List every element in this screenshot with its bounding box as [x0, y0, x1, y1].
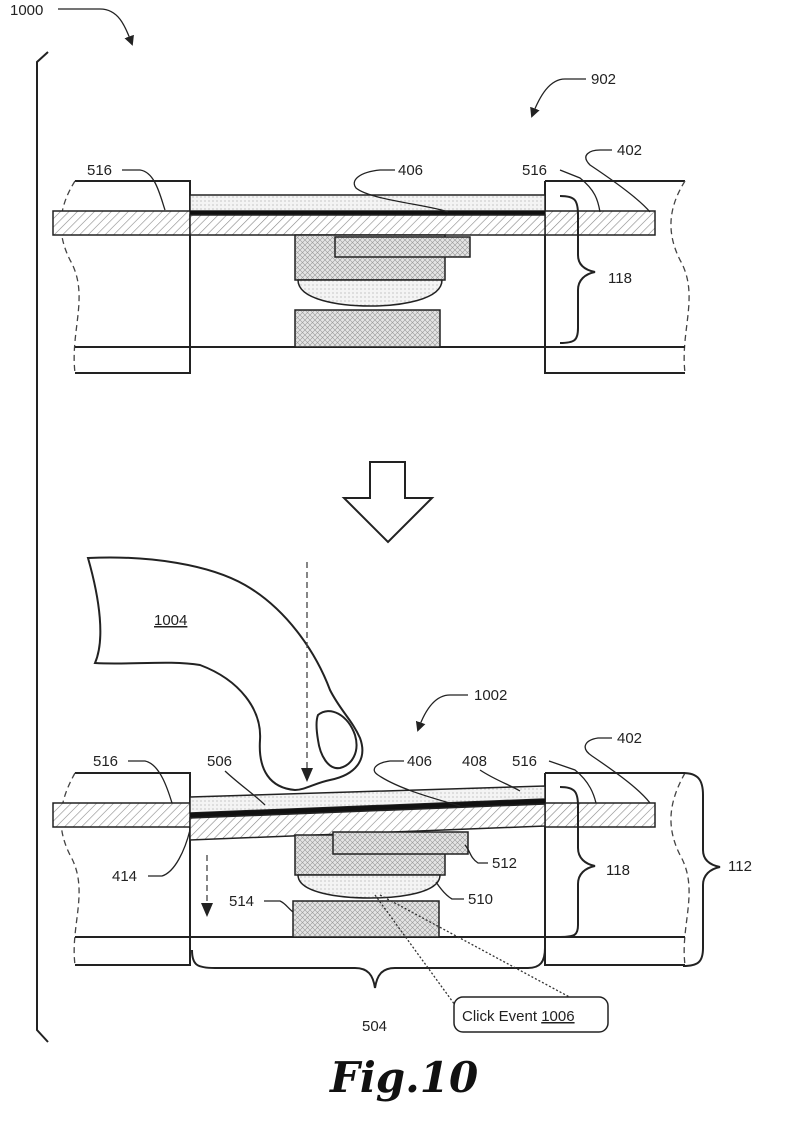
ref-1002-arrow: [415, 694, 468, 732]
bottom-label-402: 402: [617, 730, 642, 747]
bottom-leader-514: [264, 900, 294, 913]
right-break-line: [670, 180, 690, 374]
bottom-leader-406: [373, 760, 461, 807]
click-event-box: [453, 996, 609, 1033]
bottom-leader-510: [435, 881, 464, 900]
top-cover: [189, 194, 546, 212]
click-event-pointer-1: [374, 894, 456, 1006]
bottom-leader-512: [464, 844, 488, 864]
right-layer-516: [544, 210, 656, 236]
ref-1000-label: 1000: [10, 2, 43, 19]
bottom-upper-block-512: [332, 831, 469, 855]
bottom-base-514: [292, 900, 440, 938]
brace-504: [191, 947, 546, 989]
bottom-label-506: 506: [207, 753, 232, 770]
right-housing: [544, 180, 685, 374]
bottom-label-512: 512: [492, 855, 517, 872]
click-event-pointer-2: [379, 894, 576, 1001]
bottom-label-516-left: 516: [93, 753, 118, 770]
ref-902-arrow: [530, 78, 586, 118]
top-label-118: 118: [608, 270, 632, 287]
top-leader-402: [585, 149, 651, 213]
ref-1000-arrow: [58, 8, 134, 46]
tilted-plate-406: [190, 799, 545, 818]
bottom-leader-414: [148, 829, 191, 877]
bottom-label-510: 510: [468, 891, 493, 908]
plate-406: [190, 211, 545, 215]
bottom-left-housing: [75, 772, 191, 966]
bottom-view: 1004 1002 516 506 406 408: [52, 556, 752, 1035]
bottom-leader-402: [584, 737, 651, 804]
left-layer-516: [52, 210, 191, 236]
ref-1002-label: 1002: [474, 687, 507, 704]
left-housing: [75, 180, 191, 374]
bottom-label-516-right: 516: [512, 753, 537, 770]
finger: [86, 556, 364, 792]
bottom-label-414: 414: [112, 868, 137, 885]
label-112: 112: [728, 858, 752, 875]
bottom-left-break: [60, 772, 80, 966]
bottom-brace-118: [559, 786, 596, 938]
bottom-label-514: 514: [229, 893, 254, 910]
click-event-text: Click Event 1006: [462, 1008, 575, 1025]
bottom-dome-510: [297, 874, 441, 899]
transition-arrow-icon: [341, 461, 435, 544]
press-arrow-head: [301, 768, 313, 782]
top-leader-406: [353, 169, 449, 213]
tilted-layer: [189, 803, 546, 841]
plate-move-arrow-head: [201, 903, 213, 917]
brace-112: [682, 772, 721, 967]
top-label-516-left: 516: [87, 162, 112, 179]
ref-902-label: 902: [591, 71, 616, 88]
fingernail: [315, 710, 358, 770]
figure-title: Fig.10: [329, 1053, 478, 1102]
bottom-leader-516-left: [128, 760, 173, 804]
upper-block: [334, 236, 471, 258]
bottom-leader-506: [224, 770, 266, 806]
top-leader-516-right: [559, 169, 601, 213]
bottom-left-layer-516: [52, 802, 191, 828]
top-brace-118: [559, 195, 596, 344]
top-label-516-right: 516: [522, 162, 547, 179]
bottom-label-408: 408: [462, 753, 487, 770]
top-leader-516-left: [122, 169, 166, 211]
bottom-leader-408: [479, 769, 521, 792]
label-504: 504: [362, 1018, 387, 1035]
bottom-label-406: 406: [407, 753, 432, 770]
bottom-leader-516-right: [548, 760, 597, 804]
base-block: [294, 309, 441, 348]
bottom-label-118: 118: [606, 862, 630, 879]
top-label-406: 406: [398, 162, 423, 179]
center-layer: [189, 214, 546, 236]
bottom-right-break: [670, 772, 690, 966]
left-break-line: [60, 180, 80, 374]
figure-bracket: [36, 51, 49, 1043]
top-label-402: 402: [617, 142, 642, 159]
dome: [297, 279, 443, 307]
finger-label-1004: 1004: [154, 612, 187, 629]
top-view: 902 516 406 516 402 118: [52, 71, 690, 374]
bottom-right-layer-516: [544, 802, 656, 828]
